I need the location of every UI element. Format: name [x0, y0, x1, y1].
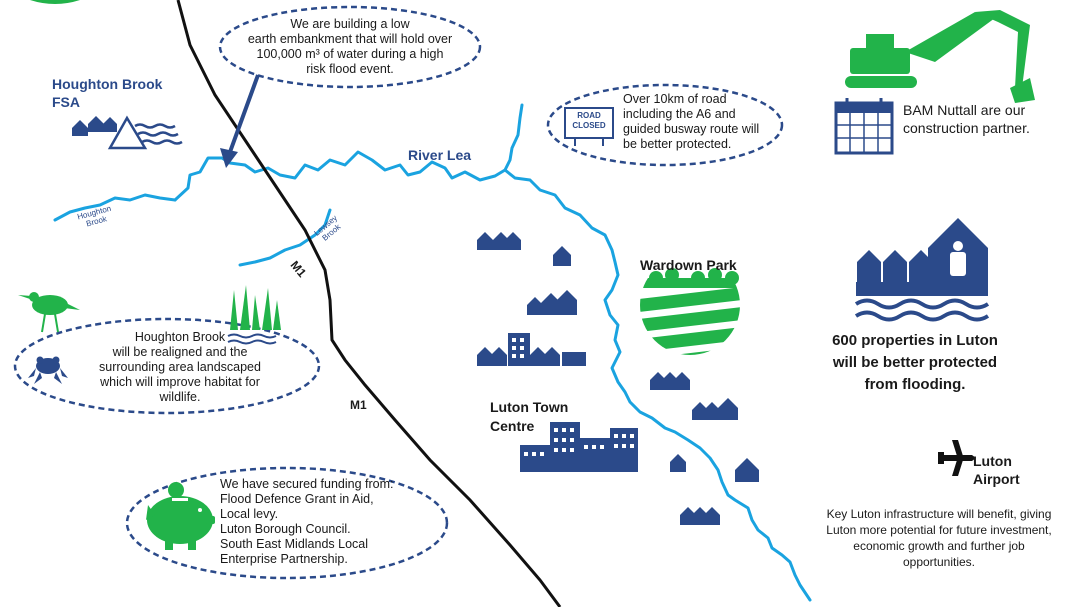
town-centre-buildings-icon	[520, 422, 638, 472]
luton-airport-line: Luton	[973, 453, 1012, 469]
dam-icon	[107, 115, 183, 150]
embankment-note-line: risk flood event.	[306, 62, 394, 76]
excavator-icon	[845, 10, 1035, 103]
funding-note-line: Enterprise Partnership.	[220, 552, 348, 566]
funding-note-line: Luton Borough Council.	[220, 522, 351, 536]
embankment-ellipse	[218, 5, 482, 89]
realign-note-line: Houghton Brook	[134, 330, 226, 344]
road-ellipse	[546, 83, 784, 167]
piggy-bank-icon	[146, 482, 215, 550]
airplane-icon	[938, 440, 976, 476]
calendar-icon	[834, 98, 894, 155]
road-note-line: be better protected.	[623, 137, 732, 151]
embankment-note-line: We are building a low	[290, 17, 410, 31]
road-note: Over 10km of road including the A6 and g…	[623, 92, 759, 152]
funding-note-line: We have secured funding from:	[220, 477, 394, 491]
bam-note-line: construction partner.	[903, 120, 1030, 136]
luton-town-centre-line: Centre	[490, 418, 535, 434]
frog-icon	[28, 356, 68, 384]
m1-road	[176, 0, 562, 607]
funding-note-line: South East Midlands Local	[220, 537, 369, 551]
wardown-park-label: Wardown Park	[640, 257, 737, 273]
funding-ellipse	[125, 466, 449, 580]
funding-note: We have secured funding from: Flood Defe…	[220, 477, 393, 567]
reeds-icon	[227, 285, 281, 345]
infrastructure-note-line: Luton more potential for future investme…	[826, 523, 1052, 537]
realign-ellipse	[13, 317, 321, 415]
houses-icon	[72, 116, 117, 136]
properties-note: 600 properties in Luton will be better p…	[810, 330, 1020, 396]
houghton-fsa-label: Houghton Brook FSA	[52, 75, 162, 111]
realign-note-line: which will improve habitat for	[100, 375, 260, 389]
realign-note-line: will be realigned and the	[112, 345, 248, 359]
road-closed-sign-text: ROAD CLOSED	[567, 111, 611, 131]
cropped-logo-icon	[30, 0, 80, 4]
bird-icon	[18, 292, 80, 333]
road-closed-sign-icon	[564, 107, 614, 146]
road-note-line: including the A6 and	[623, 107, 736, 121]
realign-note: Houghton Brook will be realigned and the…	[80, 330, 280, 405]
embankment-note-line: 100,000 m³ of water during a high	[256, 47, 444, 61]
road-note-line: guided busway route will	[623, 122, 760, 136]
houghton-fsa-line: FSA	[52, 94, 80, 110]
infrastructure-note: Key Luton infrastructure will benefit, g…	[808, 506, 1070, 570]
properties-note-line: will be better protected	[832, 354, 998, 371]
luton-airport-line: Airport	[973, 471, 1020, 487]
bam-note: BAM Nuttall are our construction partner…	[903, 101, 1030, 137]
bam-note-line: BAM Nuttall are our	[903, 102, 1026, 118]
properties-note-line: 600 properties in Luton	[832, 332, 998, 349]
road-note-line: Over 10km of road	[623, 92, 727, 106]
town-houses	[477, 232, 759, 525]
river-lea-branch	[503, 168, 812, 602]
realign-note-line: wildlife.	[159, 390, 201, 404]
luton-town-centre-line: Luton Town	[490, 399, 569, 415]
road-closed-line: CLOSED	[572, 121, 606, 130]
houghton-fsa-line: Houghton Brook	[52, 76, 163, 92]
embankment-note-line: earth embankment that will hold over	[247, 32, 453, 46]
city-buildings-icon	[477, 333, 586, 366]
m1-lower-label: M1	[350, 398, 367, 412]
note-ellipses	[13, 5, 784, 580]
infrastructure-note-line: economic growth and further job	[853, 539, 1025, 553]
luton-town-centre-label: Luton Town Centre	[490, 398, 568, 436]
luton-airport-label: Luton Airport	[973, 452, 1020, 488]
embankment-note: We are building a low earth embankment t…	[240, 17, 460, 77]
properties-note-line: from flooding.	[864, 376, 966, 393]
infrastructure-note-line: opportunities.	[902, 555, 976, 569]
realign-note-line: surrounding area landscaped	[99, 360, 261, 374]
funding-note-line: Local levy.	[220, 507, 279, 521]
infrastructure-note-line: Key Luton infrastructure will benefit, g…	[826, 507, 1052, 521]
funding-note-line: Flood Defence Grant in Aid,	[220, 492, 374, 506]
houghton-brook-line	[53, 193, 177, 222]
river-lea-label: River Lea	[408, 147, 472, 163]
lewsey-brook-line	[238, 208, 332, 267]
road-closed-line: ROAD	[577, 111, 601, 120]
flood-house-icon	[854, 218, 990, 322]
embankment-arrow	[220, 74, 260, 168]
